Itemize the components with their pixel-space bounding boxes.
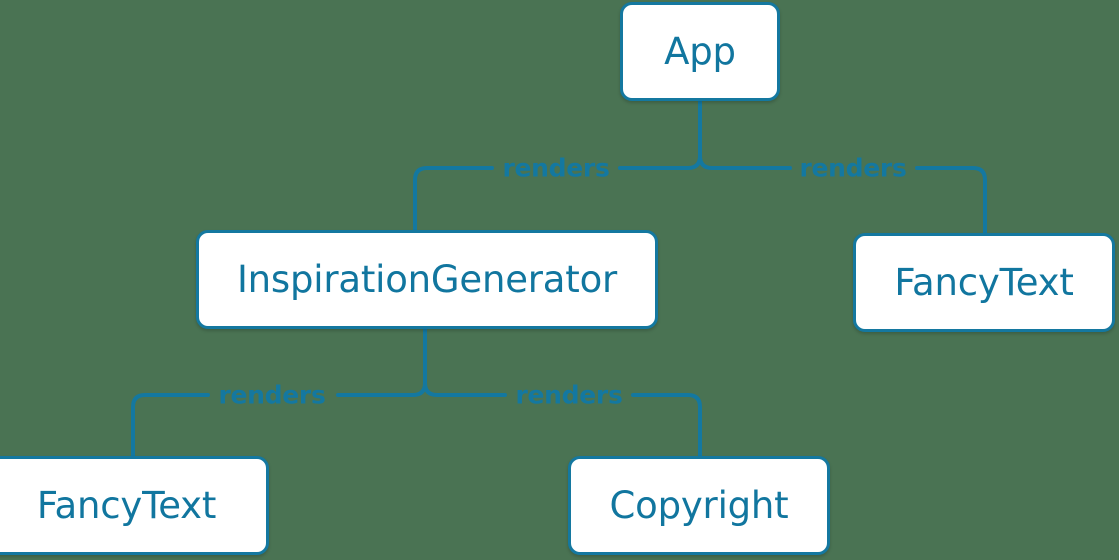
node-app[interactable]: App [620, 2, 780, 101]
node-fancytext-bottom[interactable]: FancyText [0, 456, 269, 555]
edge-inspgen-copyright [423, 327, 702, 458]
edge-label-app-inspirationgenerator: renders [502, 153, 610, 183]
edge-label-inspirationgenerator-copyright: renders [515, 380, 623, 410]
edge-label-inspirationgenerator-fancytext: renders [218, 380, 326, 410]
edge-app-fancytext [698, 99, 987, 235]
node-inspirationgenerator[interactable]: InspirationGenerator [196, 230, 658, 329]
edge-label-app-fancytext: renders [799, 153, 907, 183]
node-label: App [664, 30, 736, 73]
node-copyright[interactable]: Copyright [568, 456, 830, 555]
node-label: FancyText [894, 261, 1074, 304]
node-fancytext-right[interactable]: FancyText [853, 233, 1115, 332]
node-label: FancyText [36, 484, 217, 527]
node-label: Copyright [609, 484, 789, 527]
node-label: InspirationGenerator [236, 258, 618, 301]
